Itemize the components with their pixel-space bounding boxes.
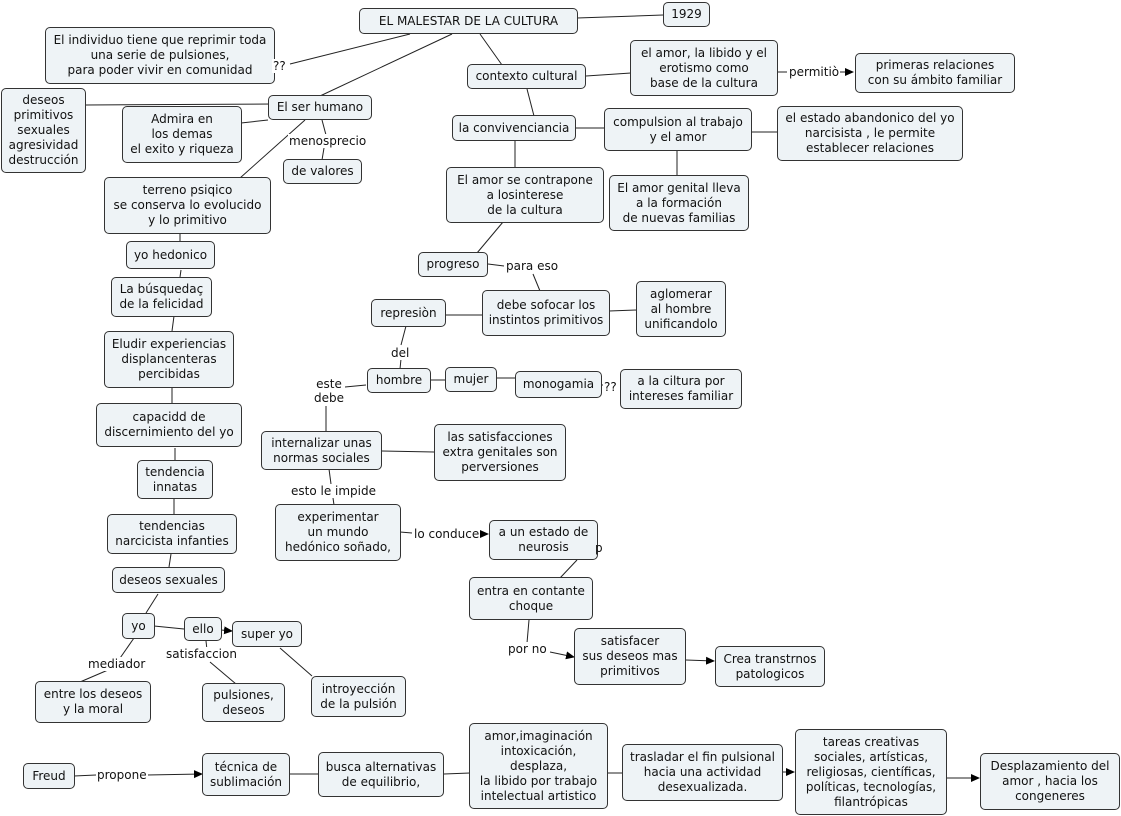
link-label-del: del	[390, 346, 411, 360]
de-valores-node[interactable]: de valores	[283, 159, 362, 184]
experimentar-node[interactable]: experimentar un mundo hedónico soñado,	[275, 504, 401, 561]
aglomerar-node[interactable]: aglomerar al hombre unificandolo	[636, 281, 726, 337]
link-label-este-debe: este debe	[313, 377, 345, 405]
satisfacciones-node[interactable]: las satisfacciones extra genitales son p…	[434, 424, 566, 481]
link-label-para-eso: para eso	[505, 259, 560, 273]
represion-node[interactable]: represiòn	[371, 299, 446, 327]
title-node[interactable]: EL MALESTAR DE LA CULTURA	[359, 8, 578, 34]
link-label-permitio: permitiò	[788, 65, 841, 79]
sofocar-node[interactable]: debe sofocar los instintos primitivos	[482, 290, 610, 336]
link-label-mediador: mediador	[87, 657, 147, 671]
mujer-node[interactable]: mujer	[445, 367, 497, 392]
ello-node[interactable]: ello	[184, 617, 222, 641]
link-label-lo-conduce: lo conduce	[413, 527, 481, 541]
link-label-por-no: por no	[507, 642, 548, 656]
busqueda-felicidad-node[interactable]: La búsquedaç de la felicidad	[111, 277, 212, 317]
ser-humano-node[interactable]: El ser humano	[268, 95, 372, 120]
internalizar-node[interactable]: internalizar unas normas sociales	[261, 431, 382, 470]
introyeccion-node[interactable]: introyección de la pulsión	[311, 676, 406, 717]
amor-imaginacion-node[interactable]: amor,imaginación intoxicación, desplaza,…	[469, 723, 608, 809]
link-label-esto-impide: esto le impide	[290, 484, 378, 498]
super-yo-node[interactable]: super yo	[232, 621, 302, 647]
link-label-q2: ??	[603, 380, 618, 394]
entre-deseos-moral-node[interactable]: entre los deseos y la moral	[35, 681, 151, 723]
link-label-p: p	[595, 541, 603, 555]
primeras-relaciones-node[interactable]: primeras relaciones con su ámbito famili…	[855, 53, 1015, 93]
compulsion-node[interactable]: compulsion al trabajo y el amor	[604, 108, 752, 151]
pulsiones-deseos-node[interactable]: pulsiones, deseos	[202, 683, 285, 722]
deseos-primitivos-node[interactable]: deseos primitivos sexuales agresividad d…	[1, 88, 86, 173]
link-label-menosprecio: menosprecio	[288, 134, 368, 148]
convivencia-node[interactable]: la convivenciancia	[452, 115, 576, 141]
satisfacer-node[interactable]: satisfacer sus deseos mas primitivos	[574, 628, 686, 685]
hombre-node[interactable]: hombre	[367, 368, 431, 393]
yo-node[interactable]: yo	[122, 613, 155, 639]
link-label-satisfaccion: satisfaccion	[165, 647, 238, 661]
tecnica-sublimacion-node[interactable]: técnica de sublimación	[202, 753, 290, 796]
eludir-node[interactable]: Eludir experiencias displancenteras perc…	[104, 331, 234, 388]
cultura-intereses-node[interactable]: a la ciltura por intereses familiar	[620, 369, 742, 409]
contexto-cultural-node[interactable]: contexto cultural	[467, 64, 586, 89]
amor-genital-node[interactable]: El amor genital lleva a la formación de …	[609, 175, 749, 231]
link-label-propone: propone	[96, 768, 148, 782]
terreno-node[interactable]: terreno psiqico se conserva lo evolucido…	[104, 177, 271, 234]
abandonico-node[interactable]: el estado abandonico del yo narcisista ,…	[777, 106, 963, 161]
transtornos-node[interactable]: Crea transtrnos patologicos	[715, 646, 825, 687]
link-label-q1: ??	[272, 59, 287, 73]
deseos-sexuales-node[interactable]: deseos sexuales	[112, 567, 225, 593]
busca-alternativas-node[interactable]: busca alternativas de equilibrio,	[318, 752, 444, 797]
freud-node[interactable]: Freud	[23, 763, 75, 789]
choque-node[interactable]: entra en contante choque	[469, 577, 593, 620]
tendencia-innatas-node[interactable]: tendencia innatas	[137, 460, 213, 499]
year-node[interactable]: 1929	[663, 2, 710, 27]
desplazamiento-node[interactable]: Desplazamiento del amor , hacia los cong…	[980, 753, 1120, 810]
individuo-node[interactable]: El individuo tiene que reprimir toda una…	[45, 27, 275, 84]
capacidad-node[interactable]: capacidd de discernimiento del yo	[96, 403, 242, 447]
tendencias-narcisista-node[interactable]: tendencias narcicista infanties	[107, 514, 237, 554]
amor-contrapone-node[interactable]: El amor se contrapone a losinterese de l…	[446, 167, 604, 223]
yo-hedonico-node[interactable]: yo hedonico	[126, 241, 215, 269]
progreso-node[interactable]: progreso	[418, 252, 488, 277]
neurosis-node[interactable]: a un estado de neurosis	[489, 520, 598, 560]
monogamia-node[interactable]: monogamia	[515, 371, 602, 398]
trasladar-node[interactable]: trasladar el fin pulsional hacia una act…	[622, 744, 783, 801]
admira-node[interactable]: Admira en los demas el exito y riqueza	[122, 106, 242, 163]
tareas-creativas-node[interactable]: tareas creativas sociales, artísticas, r…	[795, 729, 947, 815]
amor-libido-node[interactable]: el amor, la libido y el erotismo como ba…	[630, 40, 778, 96]
